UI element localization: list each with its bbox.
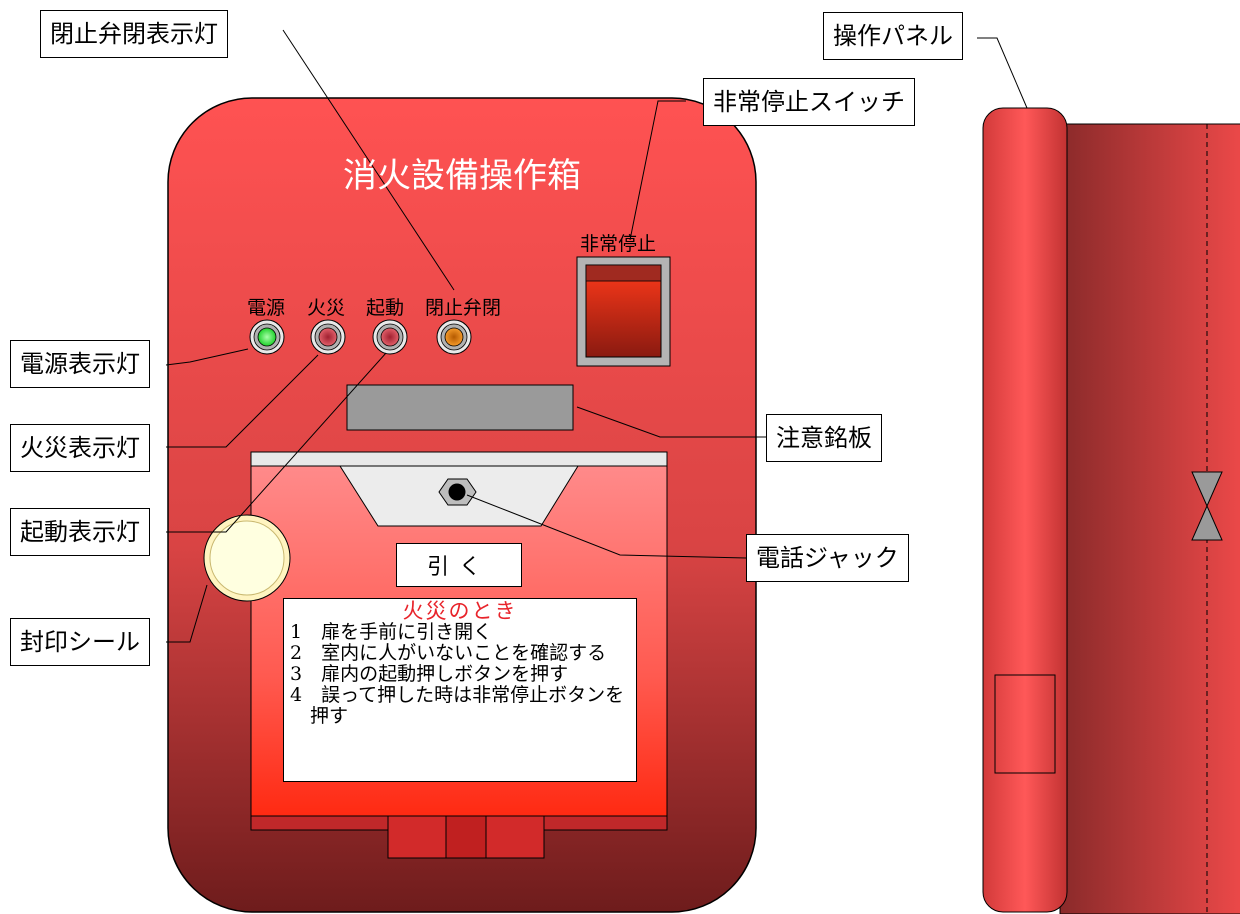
start-lamp — [372, 319, 408, 355]
lamp-label-start: 起動 — [366, 297, 405, 319]
callout-valve-lamp: 閉止弁閉表示灯 — [40, 10, 228, 58]
instruction-step: 3 扉内の起動押しボタンを押す — [290, 663, 569, 685]
latch-left — [387, 815, 447, 859]
lamp-label-valve: 閉止弁閉 — [425, 297, 502, 319]
leader-lines — [165, 29, 1028, 643]
callout-start-lamp: 起動表示灯 — [10, 508, 150, 556]
valve-closed-lamp — [436, 319, 472, 355]
callout-emergency-switch: 非常停止スイッチ — [703, 78, 915, 126]
door-top-strip — [250, 451, 668, 467]
side-hinge-upper — [1191, 471, 1223, 508]
callout-caution-plate: 注意銘板 — [766, 414, 882, 462]
instruction-card: 火災のとき 1 扉を手前に引き開く 2 室内に人がいないことを確認する 3 扉内… — [283, 598, 637, 782]
latch-center — [445, 815, 487, 859]
callout-power-lamp: 電源表示灯 — [10, 340, 150, 388]
phone-jack[interactable] — [438, 478, 477, 506]
power-lamp — [249, 319, 285, 355]
box-title: 消火設備操作箱 — [343, 156, 581, 196]
callout-phone-jack: 電話ジャック — [746, 534, 909, 582]
lamp-label-power: 電源 — [247, 297, 286, 319]
instruction-step: 1 扉を手前に引き開く — [290, 621, 493, 643]
callout-fire-lamp: 火災表示灯 — [10, 424, 150, 472]
emergency-stop-label: 非常停止 — [580, 233, 657, 255]
instruction-title: 火災のとき — [402, 599, 518, 623]
latch-right — [485, 815, 545, 859]
lamp-label-fire: 火災 — [307, 297, 346, 319]
panel-side-slot — [994, 674, 1056, 774]
pull-label: 引く — [396, 543, 522, 587]
callout-seal: 封印シール — [10, 618, 150, 666]
side-hinge-lower — [1191, 504, 1223, 541]
seal-inner — [209, 520, 285, 596]
emergency-stop-switch[interactable] — [576, 256, 671, 367]
callout-operation-panel: 操作パネル — [823, 12, 963, 60]
caution-plate — [346, 384, 574, 431]
fire-lamp — [310, 319, 346, 355]
operation-panel-side[interactable] — [982, 107, 1068, 913]
instruction-step: 2 室内に人がいないことを確認する — [290, 642, 607, 664]
instruction-step: 4 誤って押した時は非常停止ボタンを押す — [290, 684, 625, 727]
